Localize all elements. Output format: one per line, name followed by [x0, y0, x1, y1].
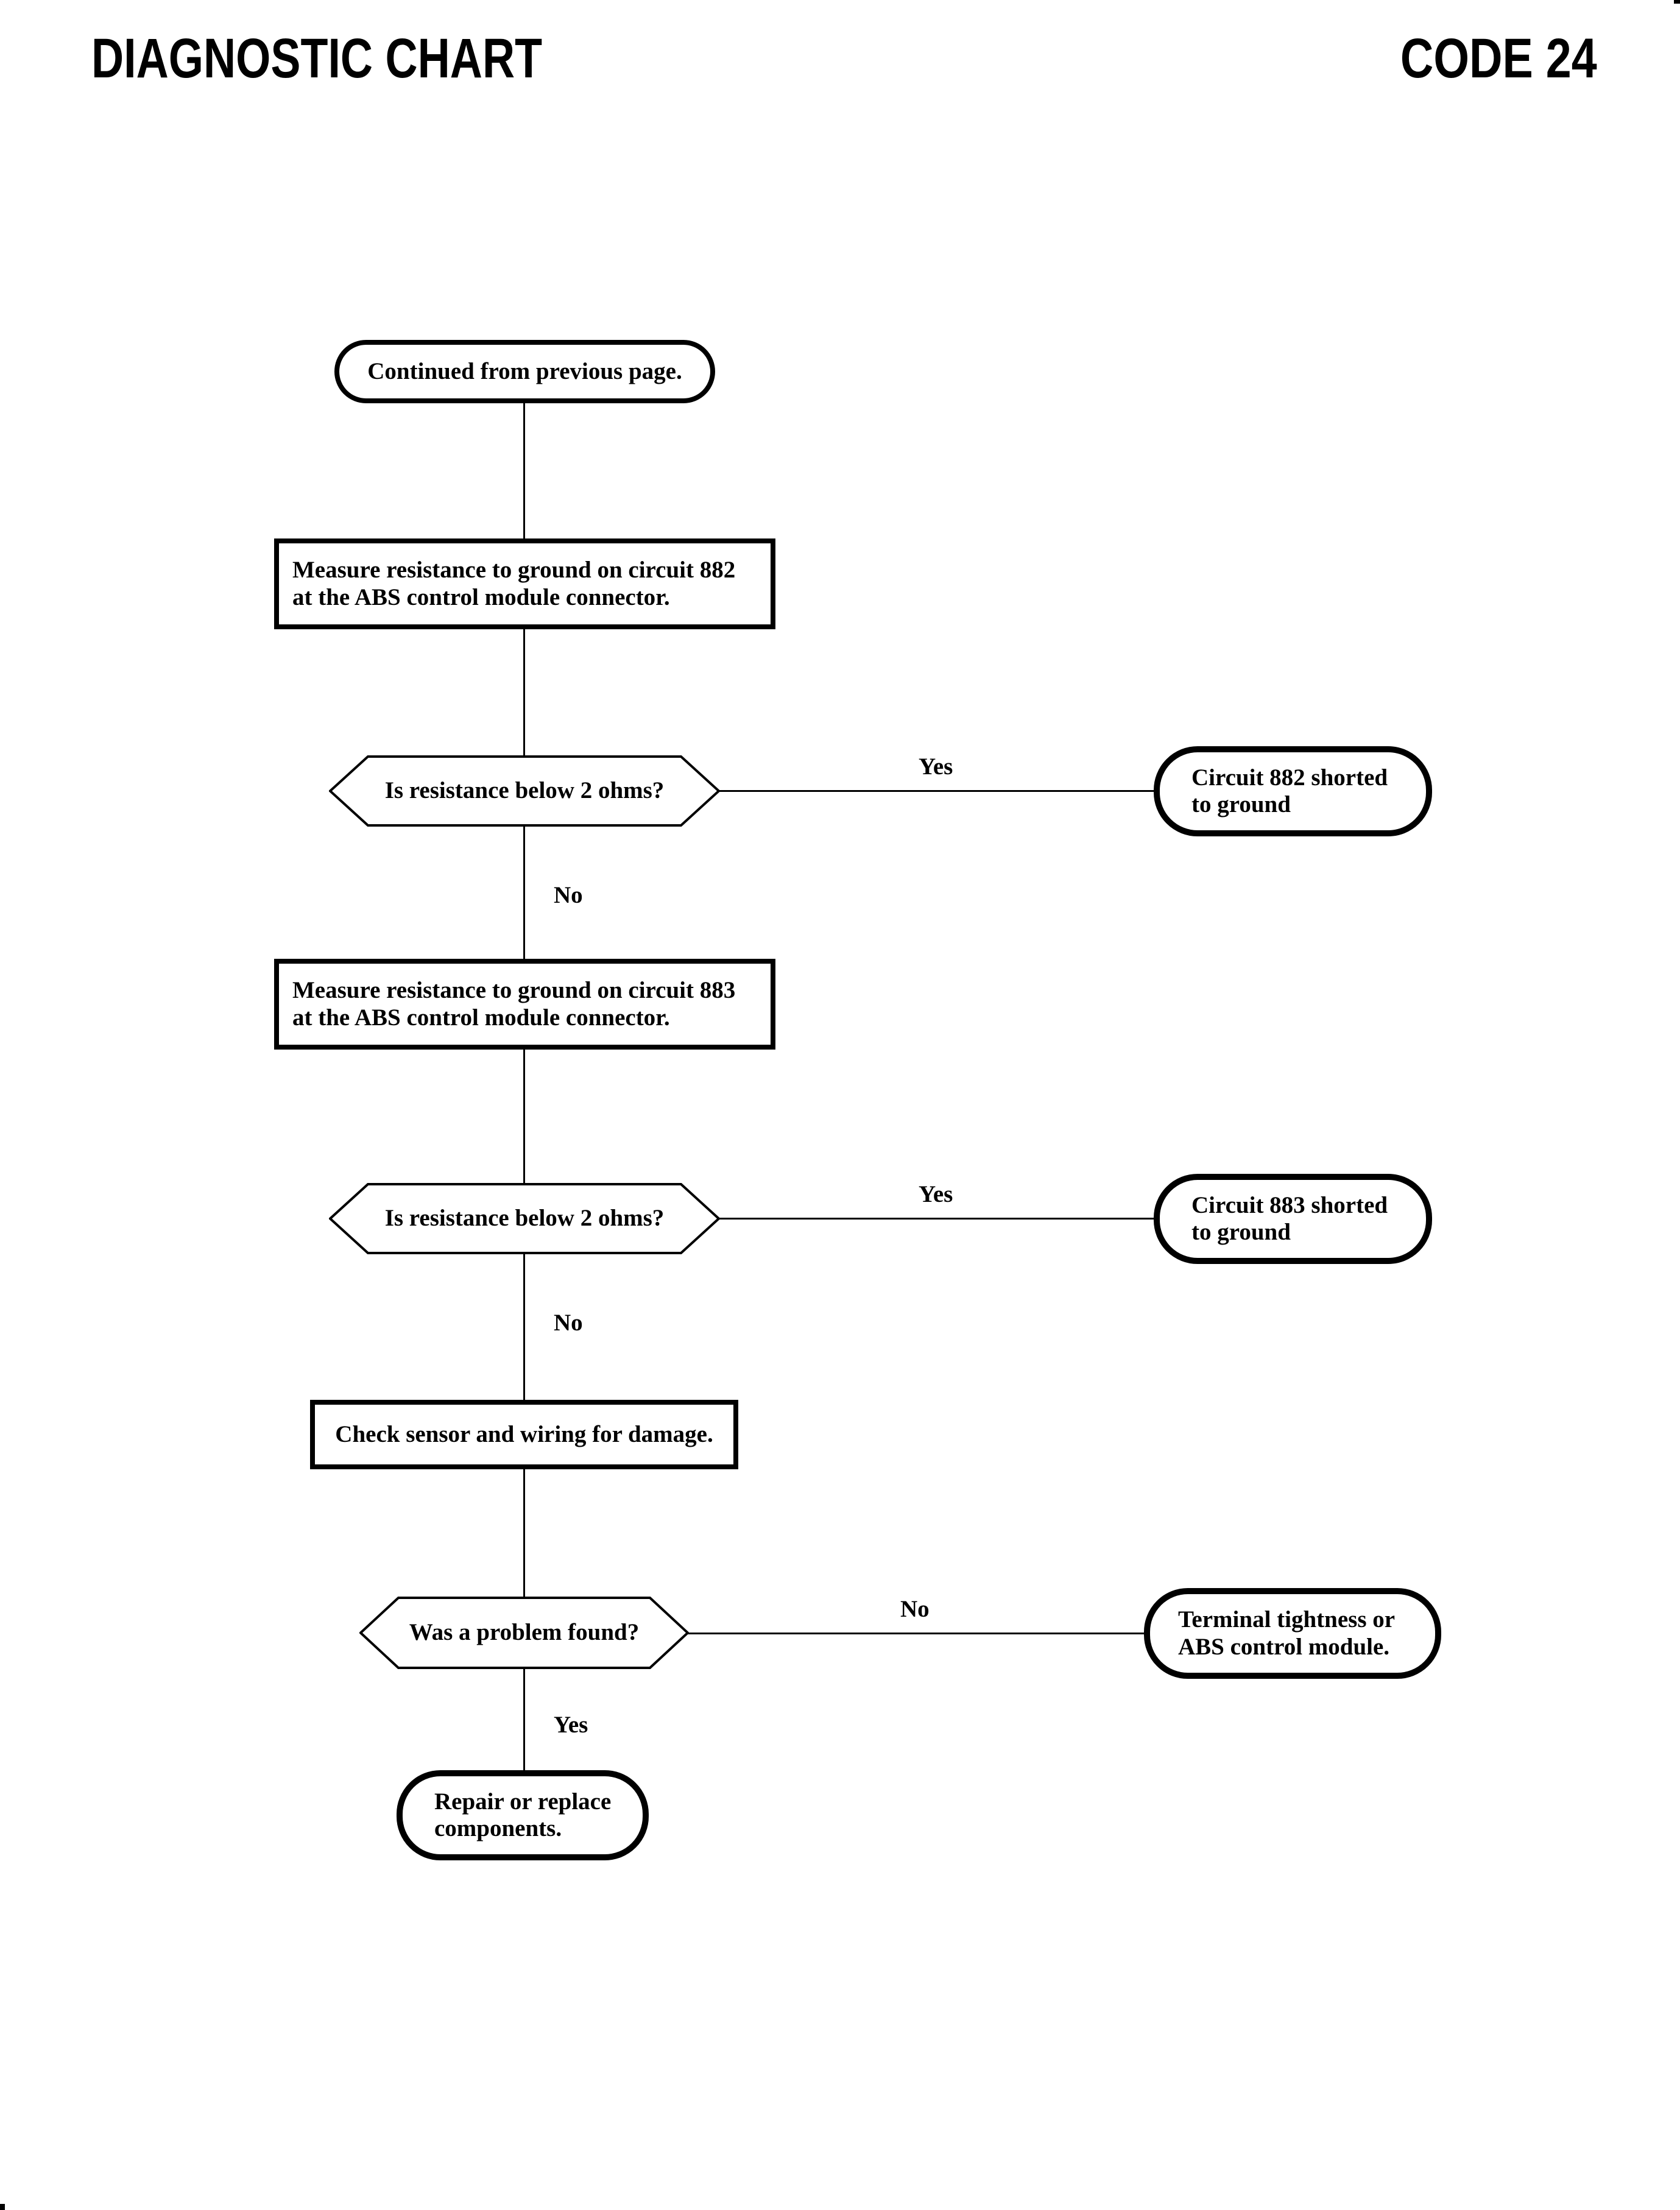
code-number-text: CODE 24 — [1400, 27, 1597, 90]
scan-speck-top-right — [1674, 0, 1680, 4]
terminator-short-882: Circuit 882 shorted to ground — [1154, 746, 1432, 836]
hexagon-shape — [329, 755, 720, 827]
connector-no883-to-check — [523, 1252, 525, 1402]
connector-measure882-to-decision882 — [523, 627, 525, 758]
connector-check-to-decision-found — [523, 1467, 525, 1599]
terminator-repair: Repair or replace components. — [397, 1770, 649, 1860]
code-number: CODE 24 — [1357, 30, 1597, 86]
terminator-continued: Continued from previous page. — [334, 340, 715, 403]
connector-yes883-branch — [719, 1218, 1156, 1220]
terminator-repair-text: Repair or replace components. — [434, 1788, 612, 1841]
terminator-short-882-text: Circuit 882 shorted to ground — [1191, 764, 1388, 817]
terminator-terminal-tightness-text: Terminal tightness or ABS control module… — [1178, 1606, 1396, 1660]
process-measure-882-text: Measure resistance to ground on circuit … — [292, 557, 736, 610]
terminator-short-883-text: Circuit 883 shorted to ground — [1191, 1191, 1388, 1245]
connector-yes-found-to-repair — [523, 1667, 525, 1773]
process-measure-883-text: Measure resistance to ground on circuit … — [292, 977, 736, 1031]
decision-problem-found-text: Was a problem found? — [409, 1619, 640, 1646]
terminator-short-883: Circuit 883 shorted to ground — [1154, 1174, 1432, 1264]
process-measure-883: Measure resistance to ground on circuit … — [274, 959, 775, 1050]
decision-resistance-883-text: Is resistance below 2 ohms? — [384, 1205, 665, 1232]
decision-resistance-882: Is resistance below 2 ohms? — [329, 755, 720, 827]
terminator-continued-text: Continued from previous page. — [367, 358, 682, 384]
label-yes-882: Yes — [919, 754, 953, 780]
label-yes-found: Yes — [554, 1712, 588, 1738]
process-check-sensor: Check sensor and wiring for damage. — [310, 1400, 738, 1469]
page-title: DIAGNOSTIC CHART — [91, 30, 655, 86]
connector-continued-to-measure882 — [523, 402, 525, 541]
label-no-883: No — [554, 1310, 583, 1336]
hexagon-shape — [329, 1183, 720, 1254]
label-no-882: No — [554, 882, 583, 908]
decision-resistance-882-text: Is resistance below 2 ohms? — [384, 777, 665, 804]
connector-yes882-branch — [719, 790, 1156, 792]
label-no-found: No — [900, 1596, 930, 1622]
page-title-text: DIAGNOSTIC CHART — [91, 27, 543, 90]
hexagon-shape — [359, 1597, 689, 1669]
connector-no882-to-measure883 — [523, 825, 525, 961]
connector-no-found-branch — [688, 1633, 1146, 1634]
scan-speck-bottom-left — [0, 2204, 5, 2210]
decision-problem-found: Was a problem found? — [359, 1597, 689, 1669]
label-yes-883: Yes — [919, 1181, 953, 1207]
process-measure-882: Measure resistance to ground on circuit … — [274, 538, 775, 629]
terminator-terminal-tightness: Terminal tightness or ABS control module… — [1144, 1588, 1441, 1679]
connector-measure883-to-decision883 — [523, 1047, 525, 1185]
process-check-sensor-text: Check sensor and wiring for damage. — [335, 1421, 713, 1447]
decision-resistance-883: Is resistance below 2 ohms? — [329, 1183, 720, 1254]
